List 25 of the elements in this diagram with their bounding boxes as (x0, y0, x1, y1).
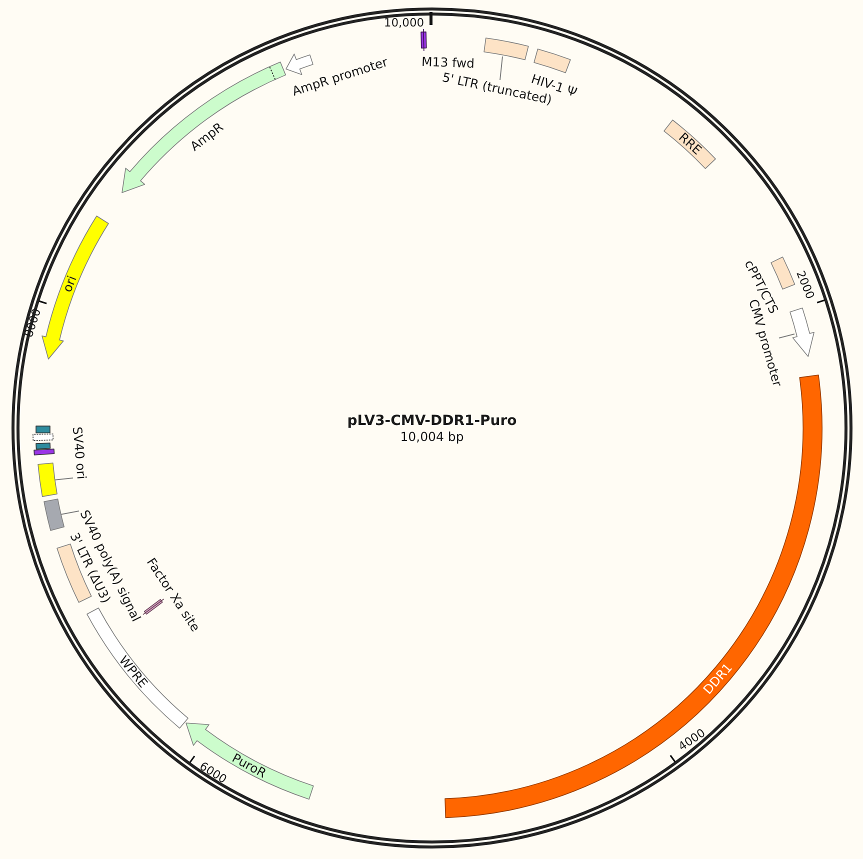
feature-box (482, 36, 529, 60)
primer-marker (420, 28, 427, 52)
feature-box (533, 48, 572, 74)
feature-box (36, 462, 58, 498)
feature-band (285, 52, 314, 76)
site-marker (142, 598, 164, 616)
feature-box (32, 432, 54, 442)
feature-box (35, 442, 52, 450)
feature-box (32, 448, 55, 456)
tick-label: 10,000 (384, 16, 424, 30)
plasmid-size: 10,004 bp (400, 430, 464, 444)
feature-label: ori (60, 274, 80, 294)
leader-line (778, 334, 795, 338)
tick-label: 8000 (22, 307, 44, 339)
feature-box (35, 424, 52, 434)
plasmid-name: pLV3-CMV-DDR1-Puro (347, 412, 517, 430)
tick-label: 2000 (793, 268, 817, 302)
feature-band (788, 306, 815, 358)
feature-label: M13 fwd (420, 54, 474, 72)
leader-line (500, 56, 503, 80)
feature-label: SV40 ori (69, 426, 88, 480)
feature-box (42, 498, 65, 532)
feature-band (121, 61, 287, 194)
leader-line (60, 510, 80, 515)
leader-line (54, 478, 74, 480)
